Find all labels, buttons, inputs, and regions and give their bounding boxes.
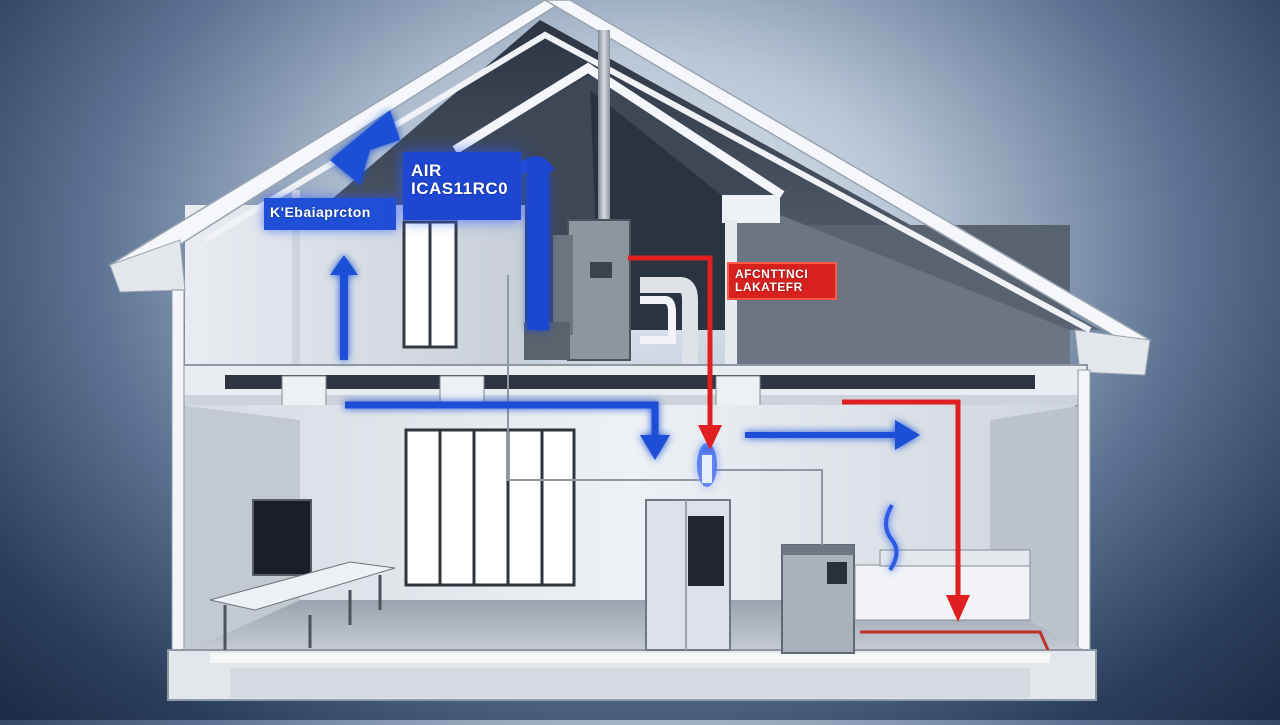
cold-air-duct-line [345,401,659,440]
wall-edge-left [171,289,185,671]
left-sign-label: K'Ebaiaprcton [264,198,396,230]
ceiling-vent [439,375,485,407]
warm-air-arrow-floor [946,595,970,622]
ceiling-vent [281,375,327,407]
warm-air-arrow-down [698,425,722,450]
gray-pipe [712,469,823,545]
heating-sign-label: AFCNTTNCI LAKATEFR [727,262,837,300]
roof-soffit-left [109,239,186,293]
warm-air-pipe [860,630,1050,651]
room-window [404,428,576,587]
furnace-panel [590,262,612,278]
red-sign-line2: LAKATEFR [735,279,803,294]
cold-air-arrow-up [330,255,358,275]
secondary-unit [781,544,855,654]
attic-furnace [567,219,631,361]
cold-air-valve [702,455,712,483]
cold-air-wave [884,503,899,572]
attic-duct-inner [640,296,676,344]
cold-air-vertical [340,265,348,360]
warm-air-line-attic [628,255,713,430]
air-sign-line1: AIR [411,161,442,180]
cold-air-flow [330,110,920,572]
warm-air-flow [628,255,1050,651]
indoor-unit-panel [688,516,724,586]
roof-soffit-right [1074,329,1151,376]
air-sign-line2: ICAS11RC0 [411,178,509,198]
secondary-unit-display [827,562,847,584]
attic-right-slope [725,215,1070,365]
cold-air-arrow-down [640,435,670,460]
inner-gable-trim [452,62,785,199]
foundation-inner [230,668,1030,698]
inner-roof-trim [203,31,1092,333]
ceiling-vent [715,375,761,407]
furnace-side [553,235,573,335]
air-sign-label: AIR ICAS11RC0 [403,152,521,220]
attic-post [292,190,300,365]
attic-duct [640,277,698,410]
blue-duct [527,172,549,330]
gable-post [722,195,780,223]
foundation-top [210,653,1050,663]
ceiling-slab-shadow [225,375,1035,389]
warm-air-line-room [842,399,961,600]
ceiling-slab-edge [175,395,1087,405]
secondary-unit-top [782,545,854,555]
cold-air-arrow-attic [330,110,400,185]
cold-air-arrow-right [895,420,920,450]
attic-left-wall [185,205,525,365]
bench-top [209,561,396,611]
right-cabinet-top [879,549,1031,567]
blue-duct-elbow [514,156,555,176]
flue-pipe [598,30,610,240]
gray-pipe [507,275,712,481]
red-sign-line1: AFCNTTNCI [735,267,809,281]
wall-edge-right [1077,369,1091,671]
tv-screen [252,499,312,576]
right-cabinet [854,564,1031,621]
